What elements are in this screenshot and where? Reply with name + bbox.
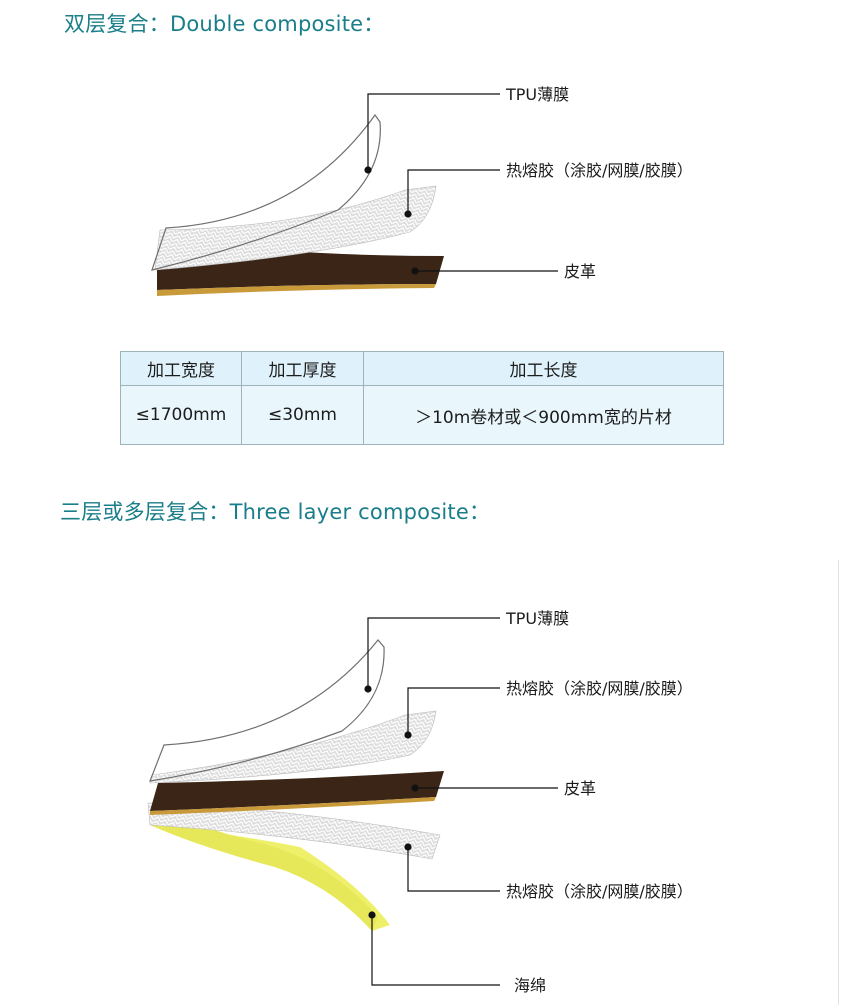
callout-dots: [364, 166, 419, 275]
cell-width-value: ≤1700mm: [120, 385, 242, 445]
label-hot-melt: 热熔胶（涂胶/网膜/胶膜）: [506, 161, 693, 180]
label-hot-melt-bottom: 热熔胶（涂胶/网膜/胶膜）: [506, 882, 693, 901]
leather-bottom-edge: [157, 284, 436, 296]
label-sponge: 海绵: [514, 976, 546, 995]
label-tpu-film: TPU薄膜: [505, 609, 569, 628]
table-row: ≤1700mm ≤30mm ＞10m卷材或＜900mm宽的片材: [120, 385, 724, 445]
label-tpu-film: TPU薄膜: [505, 85, 569, 104]
section-heading-three-layer: 三层或多层复合：Three layer composite：: [60, 500, 491, 524]
double-composite-diagram: TPU薄膜 热熔胶（涂胶/网膜/胶膜） 皮革: [151, 85, 693, 296]
leather-bottom-edge: [150, 797, 436, 815]
tpu-film-layer: [149, 639, 385, 782]
section-heading-double: 双层复合：Double composite：: [64, 12, 385, 36]
label-leather: 皮革: [564, 779, 596, 798]
processing-spec-table: 加工宽度 加工厚度 加工长度 ≤1700mm ≤30mm ＞10m卷材或＜900…: [120, 351, 724, 445]
header-processing-width: 加工宽度: [120, 351, 242, 386]
sponge-front: [150, 803, 378, 931]
callout-lines: [367, 93, 558, 272]
cell-thickness-value: ≤30mm: [241, 385, 364, 445]
label-leather: 皮革: [564, 262, 596, 281]
callout-dots: [364, 685, 419, 919]
callout-lines: [367, 617, 558, 986]
three-layer-composite-diagram: TPU薄膜 热熔胶（涂胶/网膜/胶膜） 皮革 热熔胶（涂胶/网膜/胶膜） 海绵: [147, 609, 693, 995]
table-header-row: 加工宽度 加工厚度 加工长度: [120, 351, 724, 386]
header-processing-length: 加工长度: [363, 351, 724, 386]
header-processing-thickness: 加工厚度: [241, 351, 364, 386]
tpu-film-layer: [151, 113, 381, 271]
leather-layer: [150, 771, 444, 811]
label-hot-melt-top: 热熔胶（涂胶/网膜/胶膜）: [506, 679, 693, 698]
page-edge-divider: [838, 560, 839, 1005]
hot-melt-adhesive-layer: [154, 185, 437, 271]
cell-length-value: ＞10m卷材或＜900mm宽的片材: [363, 385, 724, 445]
top-hot-melt-adhesive-layer: [149, 710, 437, 784]
